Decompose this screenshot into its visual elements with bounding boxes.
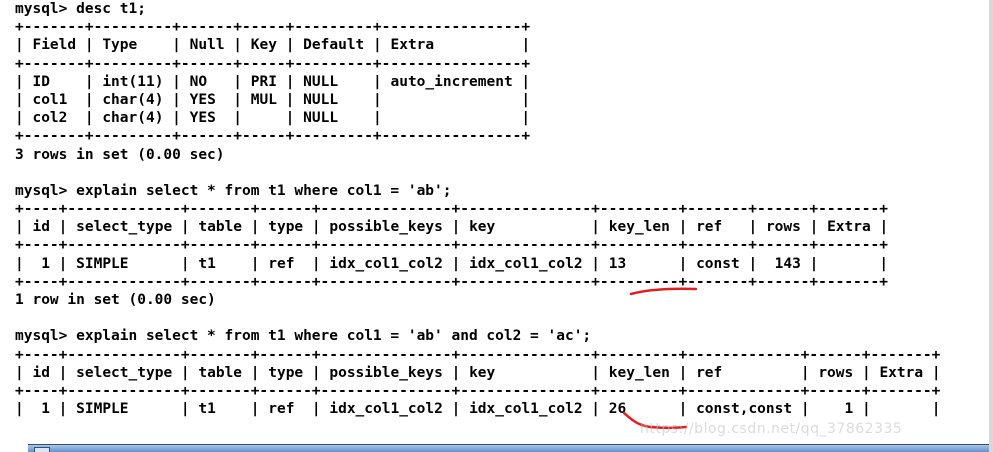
table-cell key-len-value: 26 bbox=[608, 401, 627, 418]
col-header: Default bbox=[303, 37, 365, 54]
table-cell: SIMPLE bbox=[76, 255, 129, 272]
col-header: Extra bbox=[390, 37, 435, 54]
col-header: table bbox=[198, 219, 243, 236]
command-line: mysql> explain select * from t1 where co… bbox=[15, 182, 452, 199]
table-cell: col2 bbox=[32, 110, 68, 127]
col-header: Key bbox=[250, 37, 277, 54]
table-cell: auto_increment bbox=[390, 73, 513, 90]
table-cell: idx_col1_col2 bbox=[469, 401, 583, 418]
table-row: | 1 | SIMPLE | t1 | ref | idx_col1_col2 … bbox=[15, 255, 889, 272]
table-header-row: | Field | Type | Null | Key | Default | … bbox=[15, 37, 531, 54]
table-border: +----+-------------+-------+------+-----… bbox=[15, 201, 888, 218]
table-cell: const bbox=[696, 255, 740, 272]
table-border: +-------+---------+------+-----+--------… bbox=[15, 128, 531, 145]
col-header: ref bbox=[696, 219, 723, 236]
col-header: rows bbox=[765, 219, 801, 236]
table-row: | col1 | char(4) | YES | MUL | NULL | | bbox=[15, 91, 531, 108]
table-cell: NO bbox=[189, 73, 208, 90]
table-cell: ref bbox=[268, 401, 295, 418]
table-cell: SIMPLE bbox=[76, 401, 129, 418]
col-header: Null bbox=[189, 37, 225, 54]
col-header: select_type bbox=[76, 219, 173, 236]
table-row: | col2 | char(4) | YES | | NULL | | bbox=[15, 110, 531, 127]
col-header: type bbox=[268, 219, 304, 236]
table-header-row: | id | select_type | table | type | poss… bbox=[15, 364, 941, 381]
col-header: key_len bbox=[608, 219, 670, 236]
command-line: mysql> desc t1; bbox=[15, 1, 146, 17]
col-header: select_type bbox=[76, 364, 173, 381]
col-header: id bbox=[32, 219, 50, 236]
table-cell: MUL bbox=[250, 91, 277, 108]
table-cell: const,const bbox=[696, 401, 793, 418]
terminal-output: mysql> desc t1; +-------+---------+------… bbox=[15, 1, 941, 418]
table-row: | ID | int(11) | NO | PRI | NULL | auto_… bbox=[15, 73, 531, 90]
col-header: rows bbox=[818, 364, 854, 381]
table-cell: YES bbox=[189, 110, 216, 127]
table-border: +----+-------------+-------+------+-----… bbox=[15, 237, 888, 254]
table-cell: 1 bbox=[41, 255, 50, 272]
col-header: key_len bbox=[608, 364, 670, 381]
table-border: +----+-------------+-------+------+-----… bbox=[15, 346, 941, 363]
col-header: Extra bbox=[827, 219, 871, 236]
table-cell: NULL bbox=[303, 73, 339, 90]
table-cell: NULL bbox=[303, 110, 339, 127]
table-border: +----+-------------+-------+------+-----… bbox=[15, 382, 941, 399]
result-summary: 1 row in set (0.00 sec) bbox=[15, 292, 216, 308]
table-cell: ref bbox=[268, 255, 295, 272]
table-cell: idx_col1_col2 bbox=[469, 255, 583, 272]
col-header: possible_keys bbox=[329, 364, 443, 381]
taskbar-button[interactable] bbox=[34, 447, 50, 452]
table-cell: NULL bbox=[303, 91, 339, 108]
col-header: Field bbox=[32, 37, 77, 54]
table-cell: 1 bbox=[844, 401, 854, 418]
table-cell: 1 bbox=[41, 401, 50, 418]
table-border: +-------+---------+------+-----+--------… bbox=[15, 19, 531, 36]
table-cell: PRI bbox=[250, 73, 277, 90]
table-cell: int(11) bbox=[102, 73, 164, 90]
col-header: Extra bbox=[879, 364, 924, 381]
col-header: Type bbox=[102, 37, 138, 54]
table-cell: t1 bbox=[198, 401, 216, 418]
watermark-text: https://blog.csdn.net/qq_37862335 bbox=[640, 421, 903, 437]
col-header: key bbox=[469, 219, 496, 236]
col-header: possible_keys bbox=[329, 219, 443, 236]
table-header-row: | id | select_type | table | type | poss… bbox=[15, 219, 889, 236]
col-header: id bbox=[32, 364, 50, 381]
table-cell: 143 bbox=[774, 255, 801, 272]
table-border: +----+-------------+-------+------+-----… bbox=[15, 273, 888, 290]
col-header: table bbox=[198, 364, 243, 381]
result-summary: 3 rows in set (0.00 sec) bbox=[15, 146, 225, 163]
table-border: +-------+---------+------+-----+--------… bbox=[15, 55, 531, 72]
col-header: ref bbox=[696, 364, 723, 381]
window-edge bbox=[989, 0, 993, 452]
table-cell: idx_col1_col2 bbox=[329, 401, 443, 418]
table-cell key-len-value: 13 bbox=[608, 255, 627, 272]
table-row: | 1 | SIMPLE | t1 | ref | idx_col1_col2 … bbox=[15, 401, 941, 418]
table-cell: col1 bbox=[32, 91, 68, 108]
table-cell: ID bbox=[32, 73, 50, 90]
table-cell: char(4) bbox=[102, 91, 164, 108]
table-cell: idx_col1_col2 bbox=[329, 255, 443, 272]
col-header: type bbox=[268, 364, 304, 381]
table-cell: char(4) bbox=[102, 110, 164, 127]
taskbar bbox=[28, 444, 993, 452]
command-line: mysql> explain select * from t1 where co… bbox=[15, 328, 592, 345]
col-header: key bbox=[469, 364, 496, 381]
table-cell: YES bbox=[189, 91, 216, 108]
table-cell: t1 bbox=[198, 255, 216, 272]
